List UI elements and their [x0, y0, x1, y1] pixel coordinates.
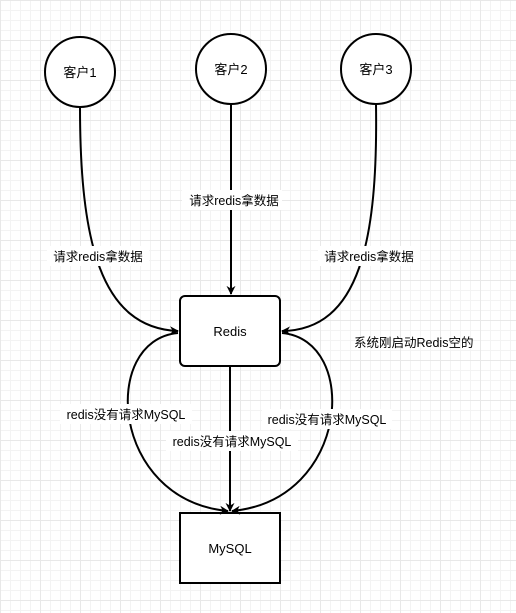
redis-node[interactable]: Redis: [179, 295, 281, 367]
label-client1-to-redis: 请求redis拿数据: [53, 249, 143, 264]
client2-node[interactable]: 客户2: [195, 33, 267, 105]
client1-label: 客户1: [63, 65, 96, 80]
edge-client1-to-redis: [79, 106, 179, 336]
edge-client3-to-redis: [281, 103, 378, 336]
label-right-to-mysql: redis没有请求MySQL: [268, 412, 387, 427]
redis-label: Redis: [213, 324, 247, 339]
client2-label: 客户2: [214, 62, 247, 77]
label-redis-startup-note: 系统刚启动Redis空的: [354, 335, 473, 350]
mysql-label: MySQL: [208, 541, 251, 556]
client3-label: 客户3: [359, 62, 392, 77]
label-client2-to-redis: 请求redis拿数据: [189, 193, 279, 208]
label-left-to-mysql: redis没有请求MySQL: [67, 407, 186, 422]
client1-node[interactable]: 客户1: [44, 36, 116, 108]
label-client3-to-redis: 请求redis拿数据: [324, 249, 414, 264]
client3-node[interactable]: 客户3: [340, 33, 412, 105]
mysql-node[interactable]: MySQL: [179, 512, 281, 584]
label-middle-to-mysql: redis没有请求MySQL: [173, 434, 292, 449]
